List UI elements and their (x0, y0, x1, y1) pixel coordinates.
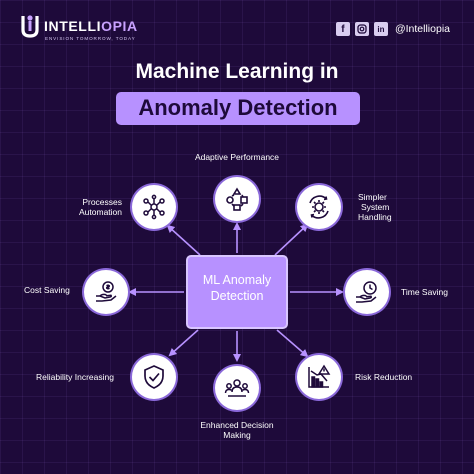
social-links: f in @Intelliopia (335, 21, 450, 37)
gear-cycle-icon (309, 195, 329, 219)
social-handle[interactable]: @Intelliopia (394, 23, 450, 35)
center-label-line-2: Detection (210, 289, 264, 303)
label-cost-saving: Cost Saving (24, 285, 70, 295)
linkedin-icon[interactable]: in (373, 22, 388, 36)
brand-name: INTELLIOPIA (44, 18, 138, 34)
title-line-1: Machine Learning in (135, 60, 339, 83)
hand-clock-icon (356, 281, 377, 303)
logo-mark-icon (21, 15, 39, 38)
title-highlight (116, 92, 360, 125)
node-risk-reduction (297, 355, 341, 399)
center-node (186, 255, 288, 329)
team-decision-icon (224, 379, 250, 397)
hand-coin-icon (96, 281, 117, 302)
center-label-line-1: ML Anomaly (202, 273, 272, 287)
node-enhanced-decision-making (215, 366, 259, 410)
label-adaptive-performance: Adaptive Performance (194, 152, 280, 162)
label-risk-reduction: Risk Reduction (355, 372, 413, 382)
node-processes-automation (132, 185, 176, 229)
node-time-saving (345, 270, 389, 314)
title-line-2: Anomaly Detection (138, 95, 338, 120)
facebook-icon[interactable]: f (335, 22, 350, 36)
label-simpler-system-handling: Simpler System Handling (358, 192, 392, 222)
node-adaptive-performance (215, 177, 259, 221)
arrow-simpler (274, 223, 309, 256)
shapes-cycle-icon (226, 187, 248, 211)
node-simpler-system-handling (297, 185, 341, 229)
center-label: ML Anomaly Detection (186, 272, 288, 304)
arrow-risk (276, 329, 309, 358)
risk-chart-icon (308, 364, 331, 388)
label-processes-automation: Processes Automation (79, 197, 122, 217)
arrow-reliability (168, 329, 199, 357)
node-cost-saving (84, 270, 128, 314)
label-reliability-increasing: Reliability Increasing (36, 372, 114, 382)
node-reliability-increasing (132, 355, 176, 399)
intelliopia-logo: INTELLIOPIA ENVISION TOMORROW, TODAY (20, 12, 150, 42)
label-time-saving: Time Saving (401, 287, 448, 297)
arrow-processes (166, 224, 201, 256)
shield-check-icon (144, 365, 164, 389)
brand-tagline: ENVISION TOMORROW, TODAY (45, 36, 136, 41)
instagram-icon[interactable] (354, 22, 369, 36)
network-nodes-icon (143, 194, 165, 220)
label-enhanced-decision-making: Enhanced Decision Making (200, 420, 274, 440)
